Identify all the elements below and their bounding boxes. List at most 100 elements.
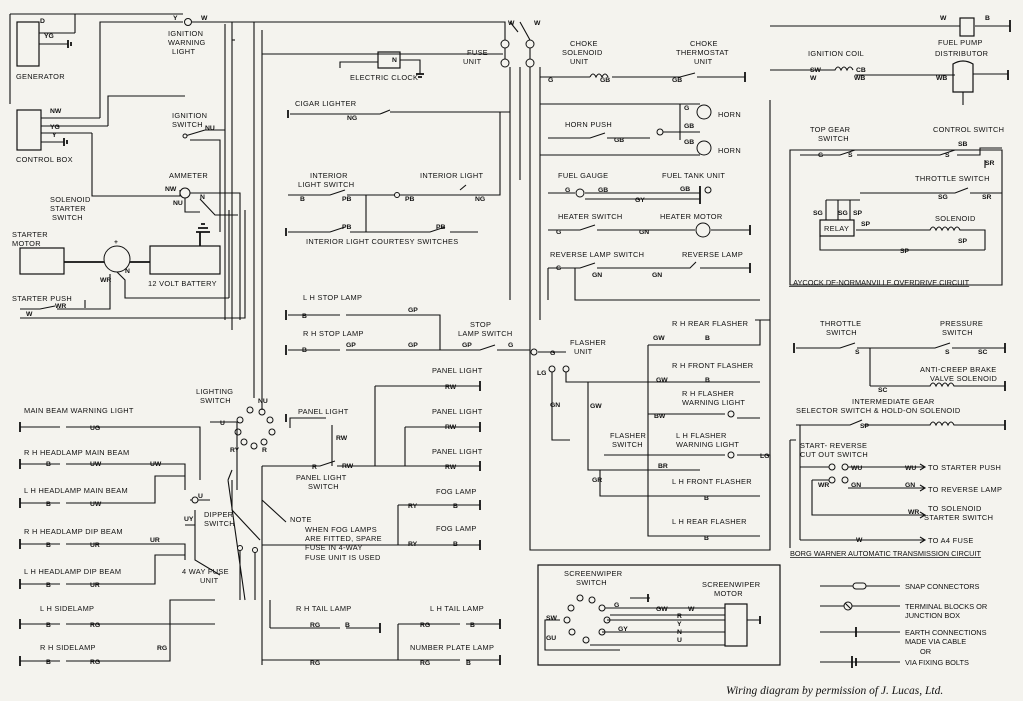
svg-text:RG: RG bbox=[420, 660, 430, 667]
svg-text:SG: SG bbox=[938, 194, 948, 201]
svg-text:B: B bbox=[302, 313, 307, 320]
solenoid-starter-switch: SOLENOID STARTER SWITCH + WR N bbox=[50, 195, 131, 284]
svg-text:R: R bbox=[677, 613, 682, 620]
svg-text:FUSE IN 4-WAY: FUSE IN 4-WAY bbox=[305, 543, 363, 552]
svg-text:GB: GB bbox=[614, 137, 624, 144]
svg-text:FUEL PUMP: FUEL PUMP bbox=[938, 38, 983, 47]
svg-text:JUNCTION BOX: JUNCTION BOX bbox=[905, 611, 960, 620]
svg-text:INTERIOR: INTERIOR bbox=[310, 171, 348, 180]
svg-text:Y: Y bbox=[173, 15, 178, 22]
legend: - SNAP CONNECTORS TERMINAL BLOCKS OR JUN… bbox=[820, 582, 987, 668]
svg-text:RW: RW bbox=[336, 435, 348, 442]
svg-text:INTERIOR LIGHT COURTESY SWITCH: INTERIOR LIGHT COURTESY SWITCHES bbox=[306, 237, 459, 246]
svg-text:L H HEADLAMP DIP BEAM: L H HEADLAMP DIP BEAM bbox=[24, 567, 121, 576]
svg-text:STOP: STOP bbox=[470, 320, 491, 329]
svg-text:IGNITION: IGNITION bbox=[168, 29, 203, 38]
ignition-switch: IGNITION SWITCH NU bbox=[172, 111, 225, 232]
svg-text:S: S bbox=[848, 152, 853, 159]
svg-text:YG: YG bbox=[44, 33, 54, 40]
svg-text:WR: WR bbox=[100, 277, 111, 284]
svg-text:SC: SC bbox=[978, 349, 988, 356]
distributor: DISTRIBUTOR WB bbox=[935, 49, 1009, 105]
svg-text:R H SIDELAMP: R H SIDELAMP bbox=[40, 643, 96, 652]
svg-text:PB: PB bbox=[342, 224, 352, 231]
note: NOTE WHEN FOG LAMPS ARE FITTED, SPARE FU… bbox=[261, 499, 382, 562]
svg-text:PANEL LIGHT: PANEL LIGHT bbox=[432, 407, 483, 416]
svg-text:GN: GN bbox=[905, 482, 915, 489]
svg-text:CB: CB bbox=[856, 67, 866, 74]
dipper-switch: U DIPPER SWITCH UY bbox=[184, 493, 235, 576]
svg-text:LAYCOCK DE-NORMANVILLE OVERDRI: LAYCOCK DE-NORMANVILLE OVERDRIVE CIRCUIT bbox=[789, 278, 970, 287]
svg-text:SWITCH: SWITCH bbox=[204, 519, 235, 528]
svg-text:UR: UR bbox=[90, 542, 100, 549]
svg-text:SG: SG bbox=[838, 210, 848, 217]
svg-text:GR: GR bbox=[592, 477, 602, 484]
svg-text:SWITCH: SWITCH bbox=[826, 328, 857, 337]
generator-label: GENERATOR bbox=[16, 72, 65, 81]
svg-text:GN: GN bbox=[550, 402, 560, 409]
svg-text:RG: RG bbox=[420, 622, 430, 629]
svg-text:SP: SP bbox=[958, 238, 968, 245]
svg-text:UNIT: UNIT bbox=[463, 57, 482, 66]
svg-text:RELAY: RELAY bbox=[824, 224, 849, 233]
svg-text:B: B bbox=[705, 335, 710, 342]
starter-motor: STARTER MOTOR bbox=[12, 230, 104, 275]
svg-text:GB: GB bbox=[684, 139, 694, 146]
svg-text:STARTER PUSH: STARTER PUSH bbox=[12, 294, 72, 303]
svg-text:R H TAIL LAMP: R H TAIL LAMP bbox=[296, 604, 352, 613]
svg-text:N: N bbox=[125, 268, 130, 275]
svg-text:ARE FITTED, SPARE: ARE FITTED, SPARE bbox=[305, 534, 382, 543]
svg-text:SWITCH: SWITCH bbox=[818, 134, 849, 143]
svg-text:SWITCH: SWITCH bbox=[612, 440, 643, 449]
svg-text:Y: Y bbox=[677, 621, 682, 628]
svg-text:WB: WB bbox=[936, 75, 947, 82]
panel-light-circuit: PANEL LIGHT RW PANEL LIGHT RW PANEL LIGH… bbox=[262, 366, 483, 491]
svg-text:LIGHTING: LIGHTING bbox=[196, 387, 233, 396]
svg-text:GN: GN bbox=[592, 272, 602, 279]
electric-clock: N ELECTRIC CLOCK bbox=[339, 51, 424, 82]
svg-text:STARTER: STARTER bbox=[12, 230, 48, 239]
svg-text:GB: GB bbox=[680, 186, 690, 193]
svg-text:ELECTRIC CLOCK: ELECTRIC CLOCK bbox=[350, 73, 418, 82]
svg-text:FUSE UNIT IS USED: FUSE UNIT IS USED bbox=[305, 553, 381, 562]
svg-text:B: B bbox=[345, 622, 350, 629]
svg-text:L H REAR FLASHER: L H REAR FLASHER bbox=[672, 517, 747, 526]
svg-text:SWITCH: SWITCH bbox=[308, 482, 339, 491]
svg-text:G: G bbox=[550, 350, 555, 357]
svg-text:S: S bbox=[945, 349, 950, 356]
svg-text:L H FLASHER: L H FLASHER bbox=[676, 431, 727, 440]
svg-text:PANEL LIGHT: PANEL LIGHT bbox=[432, 366, 483, 375]
svg-text:FUSE: FUSE bbox=[467, 48, 488, 57]
svg-text:UR: UR bbox=[150, 537, 160, 544]
svg-text:YG: YG bbox=[50, 124, 60, 131]
svg-text:RW: RW bbox=[445, 464, 457, 471]
svg-text:R H FLASHER: R H FLASHER bbox=[682, 389, 734, 398]
svg-text:B: B bbox=[470, 622, 475, 629]
svg-text:MOTOR: MOTOR bbox=[714, 589, 743, 598]
svg-text:INTERIOR LIGHT: INTERIOR LIGHT bbox=[420, 171, 484, 180]
svg-text:U: U bbox=[677, 637, 682, 644]
control-box-symbol bbox=[16, 109, 42, 151]
svg-text:SW: SW bbox=[546, 615, 558, 622]
svg-text:R H HEADLAMP MAIN BEAM: R H HEADLAMP MAIN BEAM bbox=[24, 448, 129, 457]
svg-text:SCREENWIPER: SCREENWIPER bbox=[702, 580, 760, 589]
svg-text:G: G bbox=[556, 229, 561, 236]
svg-text:THERMOSTAT: THERMOSTAT bbox=[676, 48, 729, 57]
svg-text:TO STARTER PUSH: TO STARTER PUSH bbox=[928, 463, 1001, 472]
svg-text:UNIT: UNIT bbox=[574, 347, 593, 356]
svg-text:U: U bbox=[198, 493, 203, 500]
battery: 12 VOLT BATTERY bbox=[130, 223, 221, 288]
svg-text:HORN: HORN bbox=[718, 146, 741, 155]
svg-text:CHOKE: CHOKE bbox=[570, 39, 598, 48]
svg-text:WARNING LIGHT: WARNING LIGHT bbox=[682, 398, 745, 407]
svg-text:SWITCH: SWITCH bbox=[172, 120, 203, 129]
svg-text:NW: NW bbox=[50, 108, 62, 115]
svg-text:MAIN BEAM WARNING LIGHT: MAIN BEAM WARNING LIGHT bbox=[24, 406, 134, 415]
svg-text:SNAP CONNECTORS: SNAP CONNECTORS bbox=[905, 582, 980, 591]
